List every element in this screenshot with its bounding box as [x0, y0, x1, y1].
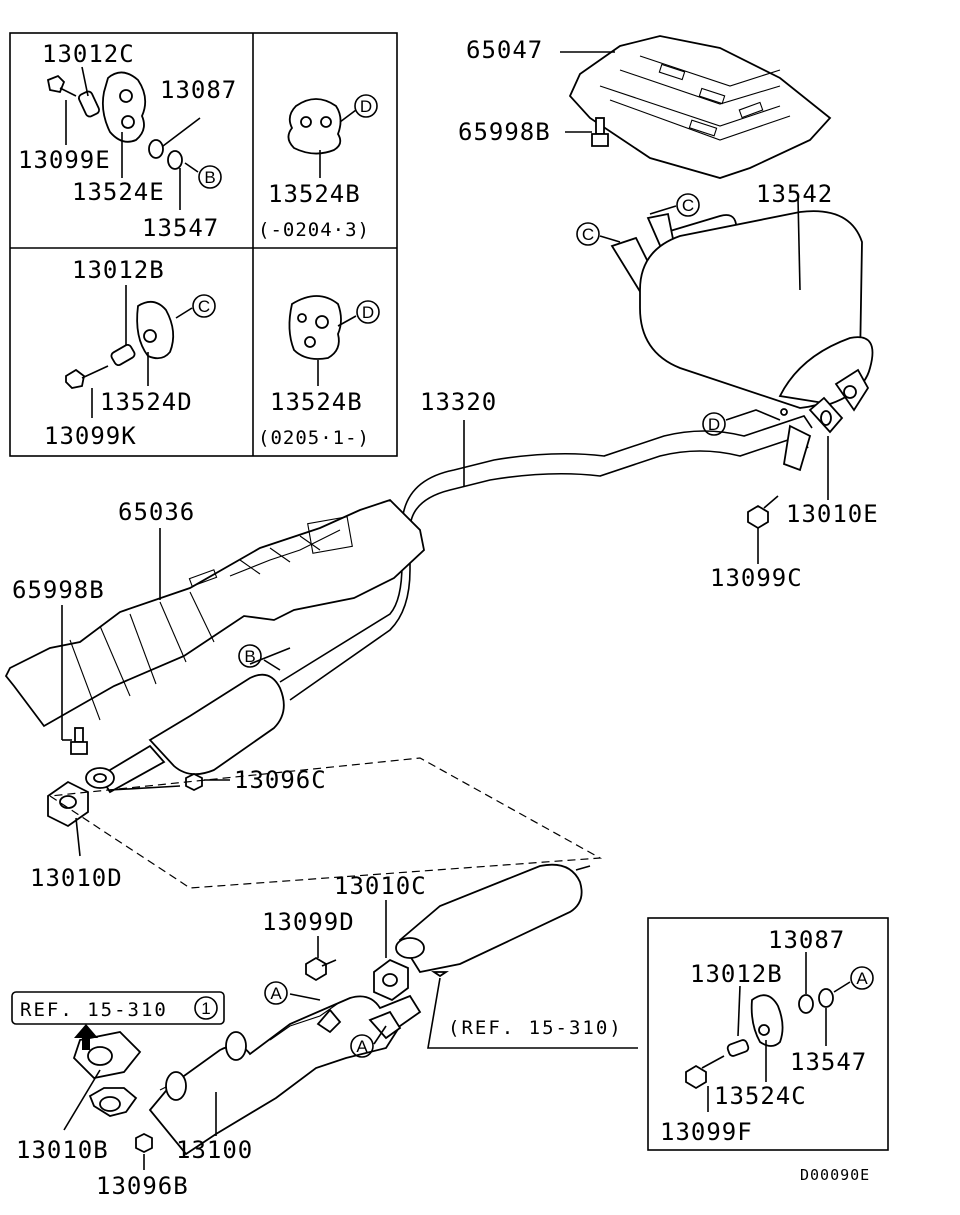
bracket-13524d-part [136, 300, 175, 360]
label-13012c: 13012C [42, 40, 135, 68]
label-65998b-rear: 65998B [458, 118, 551, 146]
label-13099e: 13099E [18, 146, 111, 174]
callout-b-pipe: B [238, 644, 262, 668]
inset-hanger-13524b-early: D 13524B (-0204·3) [258, 94, 378, 241]
svg-text:D: D [360, 97, 372, 116]
svg-text:1: 1 [201, 999, 210, 1018]
label-13010e: 13010E [786, 500, 879, 528]
label-65036: 65036 [118, 498, 195, 526]
dashed-link [48, 757, 603, 889]
bolt-13099k-part [65, 365, 109, 389]
svg-text:A: A [270, 984, 282, 1003]
label-13524e: 13524E [72, 178, 165, 206]
collar-13012b-br-part [726, 1039, 750, 1057]
svg-text:D: D [708, 415, 720, 434]
label-13087-br: 13087 [768, 926, 845, 954]
ref-converter: (REF. 15-310) [448, 1017, 623, 1039]
callout-d-muffler: D [702, 412, 726, 436]
arrow-up-icon [74, 1024, 98, 1050]
inset-grid [9, 32, 398, 457]
label-13547-br: 13547 [790, 1048, 867, 1076]
svg-text:A: A [356, 1037, 368, 1056]
label-13010c: 13010C [334, 872, 427, 900]
label-13099k: 13099K [44, 422, 137, 450]
washer-13547-part [167, 150, 183, 170]
inset-hanger-assembly-d: C 13012B 13524D 13099K [44, 256, 216, 450]
gasket-13010e-part [808, 396, 844, 434]
muffler: 13542 C C D [576, 180, 874, 436]
label-13320: 13320 [420, 388, 497, 416]
label-13099f: 13099F [660, 1118, 753, 1146]
callout-d-inset-2: D [356, 300, 380, 324]
label-13099c: 13099C [710, 564, 803, 592]
ref-box-number: 1 [194, 996, 218, 1020]
inset-hanger-assembly-c: B 13012C 13087 13099E 13524E 13547 [18, 40, 237, 242]
label-65047: 65047 [466, 36, 543, 64]
svg-text:B: B [204, 168, 215, 187]
washer-13087-part [148, 139, 164, 159]
label-13012b-inset: 13012B [72, 256, 165, 284]
label-13087: 13087 [160, 76, 237, 104]
bracket-13524c-part [750, 994, 784, 1047]
gasket-13010b-part [72, 1031, 142, 1079]
heat-shield-rear: 65047 65998B [458, 35, 832, 179]
inset-hanger-assembly-a: A 13087 13012B 13547 13524C 13099F [647, 917, 889, 1151]
washer-13547-br-part [818, 988, 834, 1008]
collar-13012b-part [110, 344, 136, 366]
bracket-13524e-part [101, 71, 147, 143]
callout-a-pipe-1: A [264, 981, 288, 1005]
svg-text:C: C [682, 196, 694, 215]
bolt-13099e-part [46, 74, 77, 97]
label-65998b-front: 65998B [12, 576, 105, 604]
catalytic-converter: (REF. 15-310) 13010C [334, 863, 638, 1049]
svg-text:C: C [582, 225, 594, 244]
callout-c-muffler-1: C [676, 193, 700, 217]
front-pipe: 13099D A A 13100 13010B 13096B [16, 908, 422, 1200]
callout-d-inset-1: D [354, 94, 378, 118]
center-pipe: 13320 13010E 13099C [279, 388, 879, 701]
note-early: (-0204·3) [258, 219, 370, 241]
diagram-code: D00090E [800, 1166, 870, 1184]
collar-13012c-part [78, 90, 100, 118]
label-13542: 13542 [756, 180, 833, 208]
bolt-65998b-rear-part [591, 117, 609, 147]
gasket-13010c-part [373, 958, 409, 1002]
nut-13096b-part [135, 1132, 153, 1154]
bolt-13099d-part [305, 956, 337, 982]
label-13096b: 13096B [96, 1172, 189, 1200]
washer-13087-br-part [798, 994, 814, 1014]
label-13096c: 13096C [234, 766, 327, 794]
label-13012b-br: 13012B [690, 960, 783, 988]
callout-a-inset: A [850, 966, 874, 990]
bolt-13099c-part [747, 495, 779, 530]
label-13524b-late: 13524B [270, 388, 363, 416]
svg-text:C: C [198, 297, 210, 316]
nut-13096c-part [185, 772, 203, 792]
callout-a-pipe-2: A [350, 1034, 374, 1058]
inset-hanger-13524b-late: D 13524B (0205·1-) [258, 295, 380, 449]
label-13524b-early: 13524B [268, 180, 361, 208]
label-13524d: 13524D [100, 388, 193, 416]
label-13547: 13547 [142, 214, 219, 242]
svg-text:D: D [362, 303, 374, 322]
label-13010b: 13010B [16, 1136, 109, 1164]
gasket-13010d-part [47, 780, 89, 828]
svg-text:A: A [856, 969, 868, 988]
heat-shield-front: 65036 65998B [4, 498, 425, 755]
ref-box[interactable]: REF. 15-310 1 [11, 991, 225, 1025]
callout-c-inset: C [192, 294, 216, 318]
label-13099d: 13099D [262, 908, 355, 936]
label-13010d: 13010D [30, 864, 123, 892]
callout-c-muffler-2: C [576, 222, 600, 246]
ref-box-text: REF. 15-310 [20, 999, 168, 1021]
bolt-65998b-front-part [70, 727, 88, 755]
note-late: (0205·1-) [258, 427, 370, 449]
label-13524c: 13524C [714, 1082, 807, 1110]
label-13100: 13100 [176, 1136, 253, 1164]
svg-text:B: B [244, 647, 255, 666]
bolt-13099f-part [685, 1055, 725, 1090]
callout-b-inset: B [198, 165, 222, 189]
